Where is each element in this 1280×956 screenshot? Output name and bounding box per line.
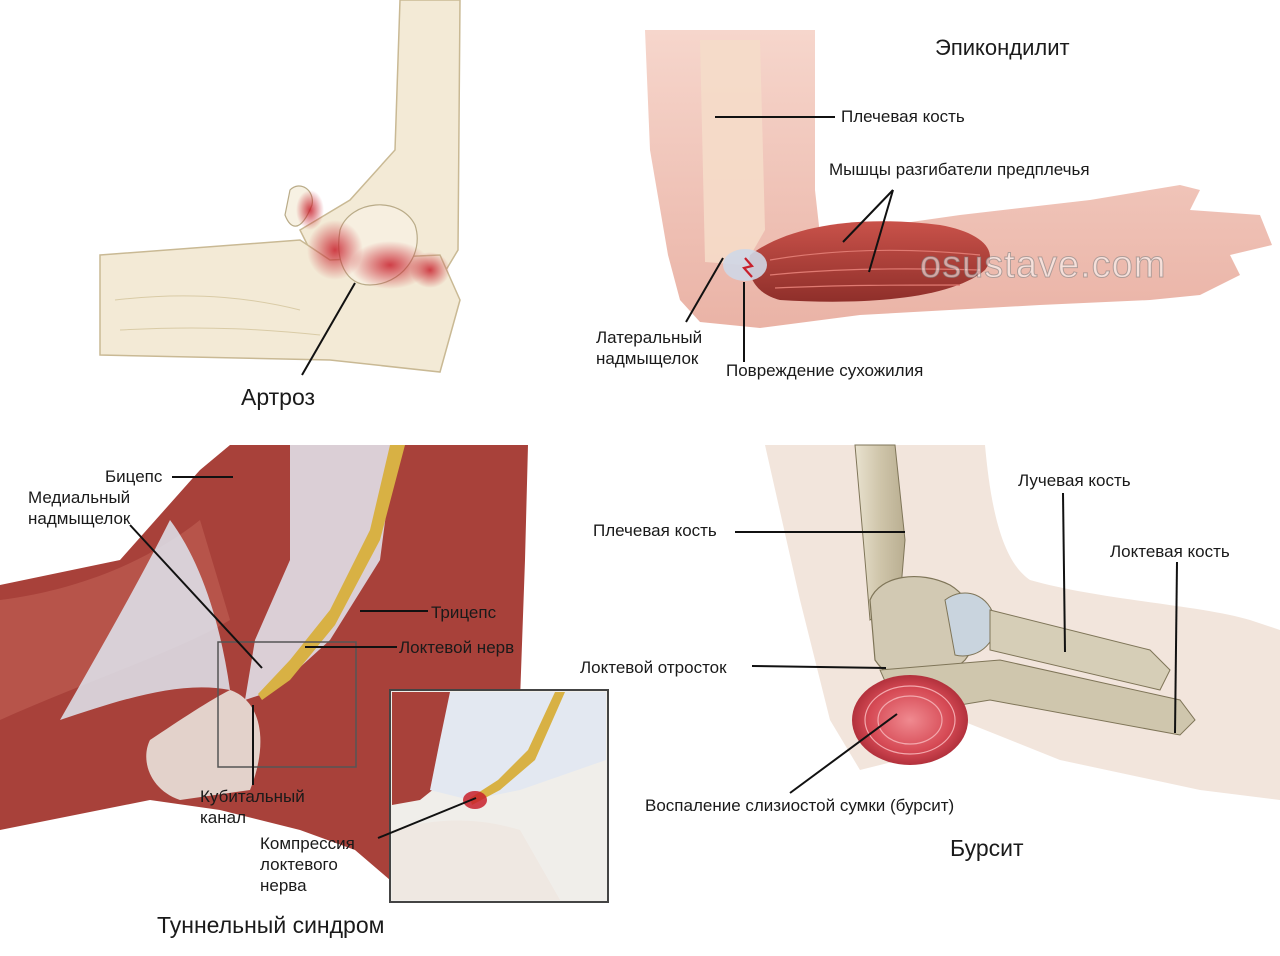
tendon-damage-label: Повреждение сухожилия — [726, 361, 924, 380]
epicondylitis-title: Эпикондилит — [935, 35, 1070, 60]
ulna-leader — [1174, 561, 1178, 734]
tunnel-syndrome-illustration — [0, 445, 609, 903]
arthrosis-leader — [301, 282, 356, 376]
watermark: osustave.com — [919, 244, 1167, 287]
bursitis-humerus-label: Плечевая кость — [593, 521, 717, 540]
radius-label: Лучевая кость — [1018, 471, 1131, 490]
zoom-region-box — [217, 641, 357, 768]
radius-leader — [1062, 492, 1066, 653]
compression-leader — [377, 797, 477, 839]
triceps-label: Трицепс — [431, 603, 497, 622]
epicondylitis-extensor-leader-2 — [868, 189, 894, 273]
epicondylitis-illustration — [645, 30, 1272, 362]
medial-epicondyle-leader — [129, 524, 263, 669]
bursitis-illustration — [735, 444, 1280, 800]
bursa-inflammation-label: Воспаление слизиостой сумки (бурсит) — [645, 796, 955, 815]
cubital-canal-label: Кубитальный канал — [200, 787, 305, 827]
ulna-label: Локтевая кость — [1110, 542, 1230, 561]
bursa-leader — [789, 713, 898, 794]
ulnar-nerve-label: Локтевой нерв — [399, 638, 515, 657]
lateral-epicondyle-leader — [685, 257, 724, 323]
arthrosis-illustration — [99, 0, 461, 376]
tunnel-syndrome-title: Туннельный синдром — [157, 912, 385, 938]
bursitis-title: Бурсит — [950, 835, 1024, 861]
extensor-muscles-label: Мышцы разгибатели предплечья — [829, 160, 1090, 179]
lateral-epicondyle-label: Латеральный надмыщелок — [596, 328, 703, 368]
arthrosis-title: Артроз — [241, 384, 316, 410]
olecranon-label: Локтевой отросток — [580, 658, 727, 677]
olecranon-leader — [751, 665, 887, 669]
biceps-label: Бицепс — [105, 467, 163, 486]
epicondylitis-extensor-leader-1 — [842, 189, 894, 243]
nerve-compression-label: Компрессия локтевого нерва — [260, 834, 355, 895]
epicondylitis-humerus-label: Плечевая кость — [841, 107, 965, 126]
medial-epicondyle-label: Медиальный надмыщелок — [28, 488, 131, 528]
